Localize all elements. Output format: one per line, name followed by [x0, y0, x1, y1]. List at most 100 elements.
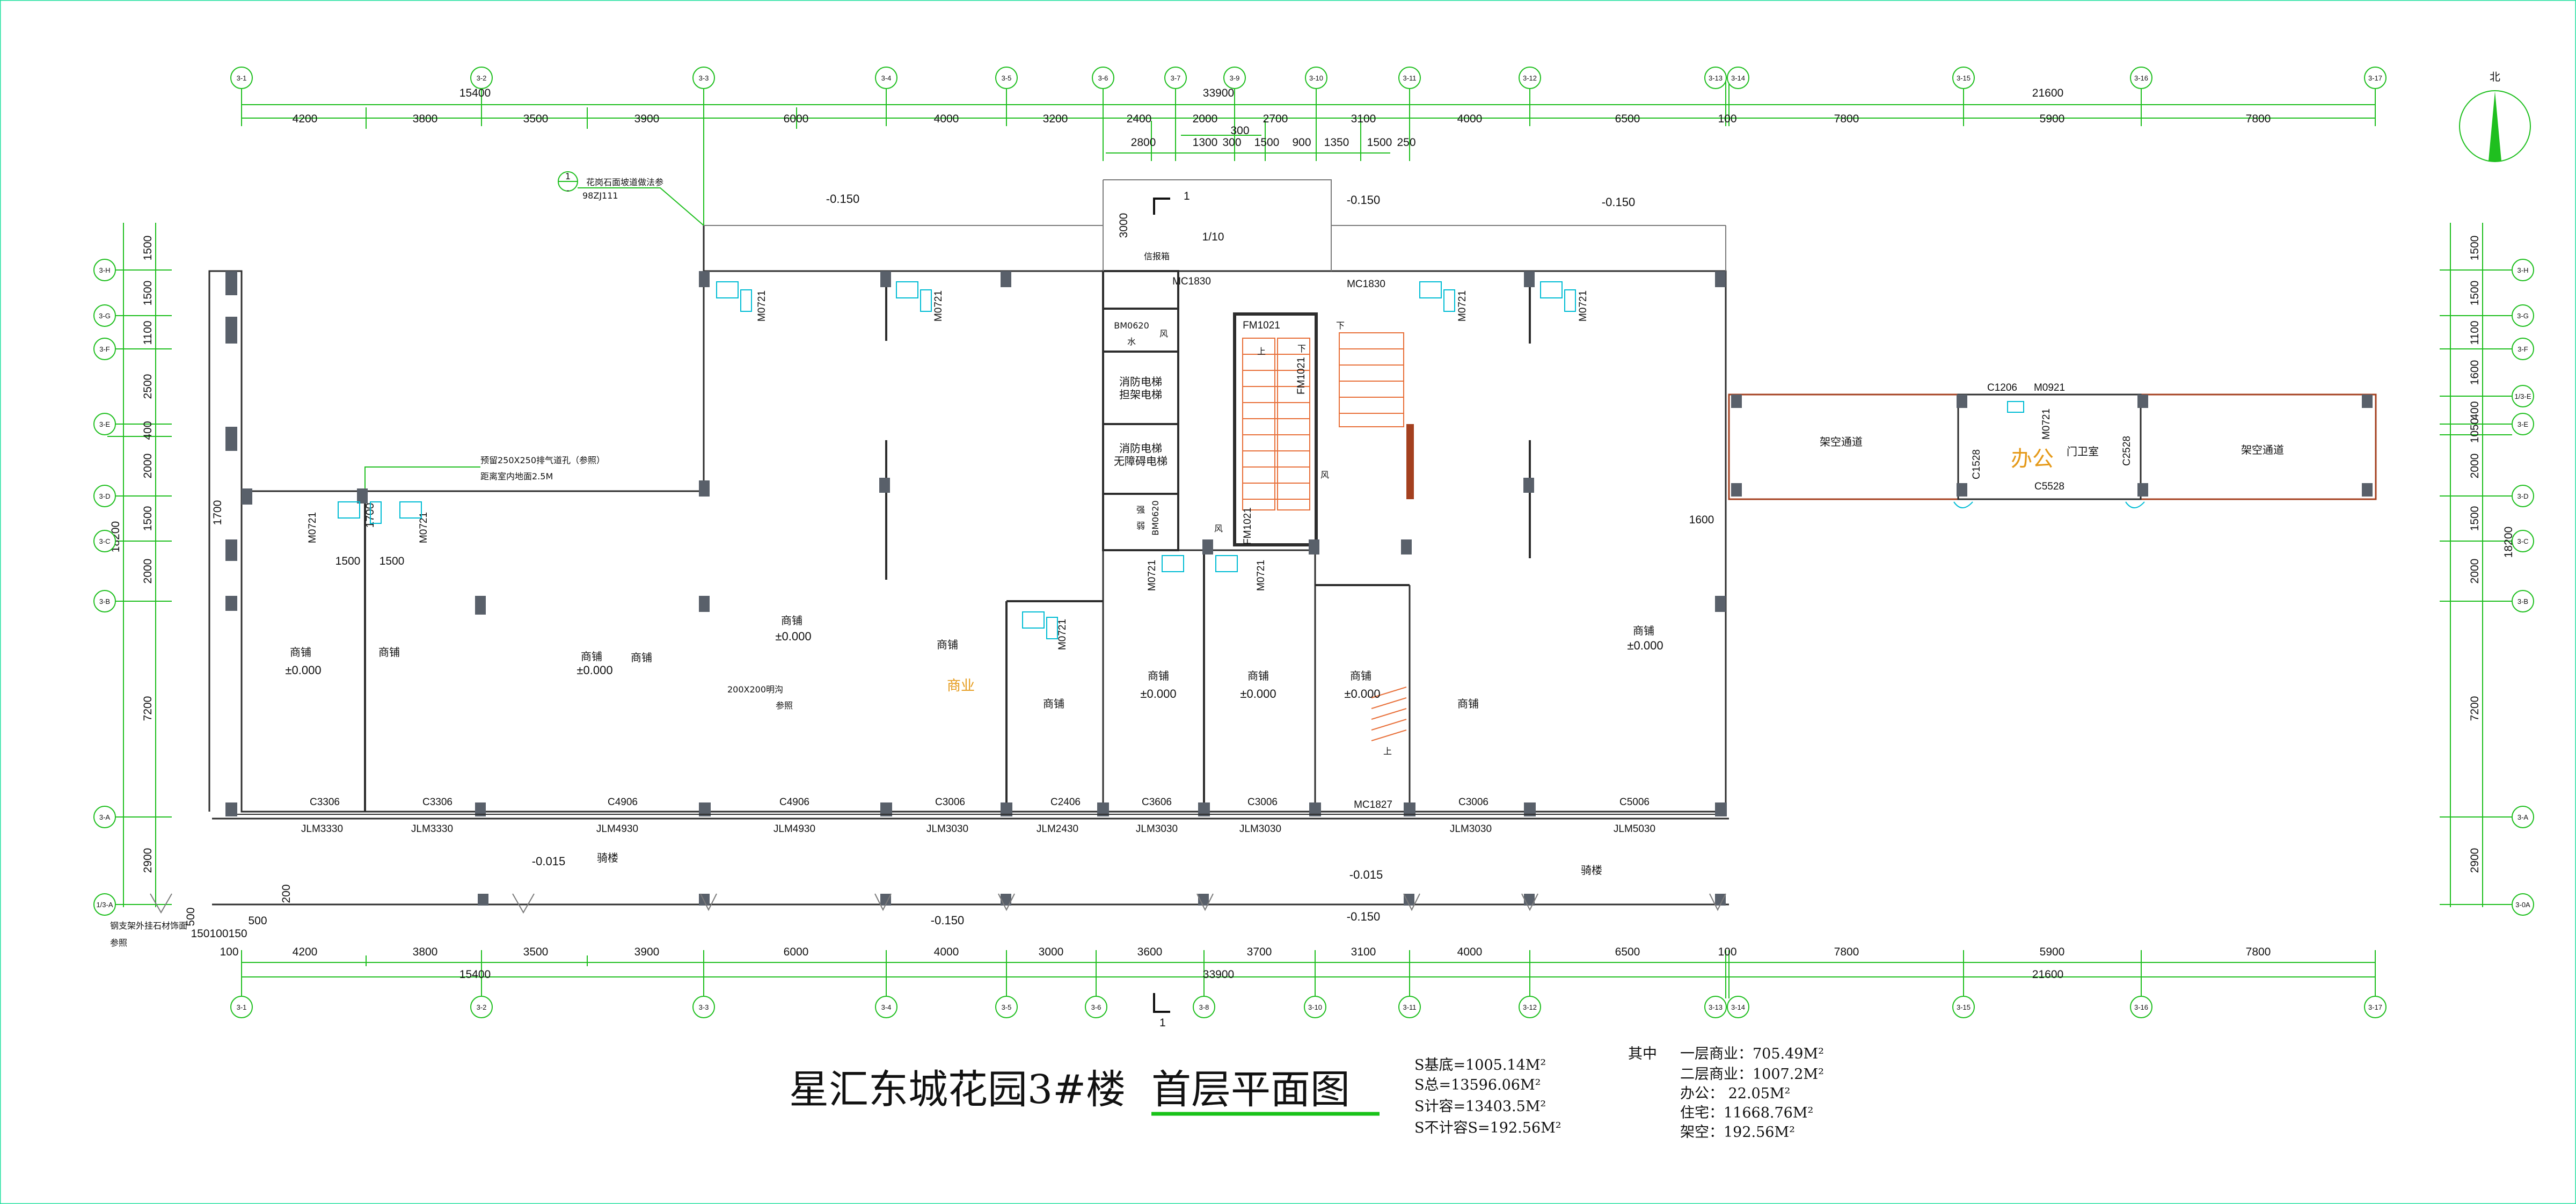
label-arcade-right: 骑楼 — [1581, 864, 1602, 877]
stat-residential: 住宅：11668.76M² — [1680, 1105, 1813, 1121]
svg-text:3-14: 3-14 — [1731, 1003, 1745, 1011]
axis-bubble: 1/3-A — [93, 893, 116, 916]
rolling-door-label: JLM3330 — [301, 823, 343, 835]
elev-arcade-1: -0.015 — [532, 855, 565, 868]
label-shop: 商铺 — [581, 650, 602, 663]
stat-office: 办公： 22.05M² — [1680, 1085, 1790, 1102]
bottom-dim: 6500 — [1615, 946, 1640, 958]
svg-text:3-H: 3-H — [99, 266, 111, 274]
label-shop: 商铺 — [631, 651, 652, 664]
rolling-door-label: JLM2430 — [1037, 823, 1078, 835]
elev-top-2: -0.150 — [1347, 193, 1380, 207]
svg-text:400: 400 — [142, 421, 154, 440]
axis-bubble: 3-13 — [1704, 996, 1727, 1018]
svg-text:1500: 1500 — [142, 236, 154, 261]
top-dim: 6000 — [784, 113, 809, 125]
axis-bubble: 3-17 — [2364, 67, 2387, 89]
elevation-markers: -0.150 -0.150 -0.150 -0.015 -0.015 -0.15… — [532, 192, 1635, 927]
dim-1500a: 1500 — [335, 555, 361, 567]
window-c2528: C2528 — [2121, 436, 2133, 466]
svg-text:3-5: 3-5 — [1002, 74, 1012, 82]
label-shop: 商铺 — [1350, 669, 1371, 682]
svg-text:7200: 7200 — [2469, 696, 2481, 721]
window-label: C3006 — [1458, 797, 1488, 808]
svg-text:1500: 1500 — [2469, 236, 2481, 261]
svg-text:2000: 2000 — [142, 454, 154, 479]
label-wind-right: 风 — [1320, 470, 1329, 480]
svg-text:3-17: 3-17 — [2368, 1003, 2382, 1011]
axis-bubble: 3-11 — [1398, 67, 1421, 89]
bottom-dim: 7800 — [2246, 946, 2271, 958]
bottom-dim: 4000 — [934, 946, 959, 958]
axis-bubble: 3-16 — [2130, 996, 2152, 1018]
right-dimension-labels: 1500 1500 1100 1600 400 1050 2000 1500 2… — [2469, 236, 2515, 873]
window-label: C3306 — [310, 797, 340, 808]
drawing-title: 星汇东城花园3#楼 — [789, 1067, 1126, 1113]
stat-commerce-2: 二层商业：1007.2M² — [1680, 1066, 1824, 1083]
elev-shop: ±0.000 — [1240, 687, 1276, 700]
overall-dim-right-bottom: 21600 — [2032, 968, 2063, 981]
window-label: C5006 — [1619, 797, 1650, 808]
dim-1500b: 1500 — [380, 555, 405, 567]
svg-text:3-12: 3-12 — [1523, 74, 1537, 82]
svg-text:3-E: 3-E — [99, 420, 111, 428]
bottom-dim: 3000 — [1039, 946, 1064, 958]
window-label: C2406 — [1050, 797, 1081, 808]
core-stair — [1242, 332, 1407, 741]
rolling-door-label: JLM3030 — [1450, 823, 1492, 835]
overall-dim-right: 21600 — [2032, 87, 2063, 99]
label-overhead-passage-right: 架空通道 — [2241, 443, 2284, 456]
top-dimension-labels: 15400 33900 21600 4200 3800 3500 3900 60… — [293, 87, 2271, 149]
front-openings: C3306 C3306 C4906 C4906 C3006 C2406 C360… — [237, 797, 1715, 835]
svg-text:2000: 2000 — [2469, 454, 2481, 479]
drain-note-2: 参照 — [776, 700, 793, 711]
vent-note: 预留250X250排气道孔（参照） — [480, 455, 605, 465]
svg-text:3-1: 3-1 — [237, 1003, 247, 1011]
elev-shop: ±0.000 — [1627, 639, 1663, 652]
label-bm0620-bottom: BM0620 — [1150, 500, 1161, 536]
drawing-title-suffix: 首层平面图 — [1151, 1067, 1350, 1113]
svg-text:3-G: 3-G — [2517, 312, 2529, 320]
svg-text:1500: 1500 — [2469, 281, 2481, 306]
stat-not-counted: S不计容S=192.56M² — [1414, 1120, 1561, 1136]
door-mc1827: MC1827 — [1354, 799, 1392, 811]
svg-text:18200: 18200 — [2502, 527, 2515, 558]
svg-text:1600: 1600 — [2469, 360, 2481, 385]
rolling-door-label: JLM3330 — [411, 823, 453, 835]
axis-bubble: 3-5 — [995, 996, 1018, 1018]
top-subdim: 1300 — [1193, 136, 1218, 149]
axis-bubble: 3-3 — [692, 996, 715, 1018]
svg-text:1500: 1500 — [142, 281, 154, 306]
red-wall-segment — [1406, 424, 1414, 499]
svg-text:2900: 2900 — [142, 848, 154, 873]
overall-dim-left-bottom: 15400 — [459, 968, 491, 981]
svg-text:200: 200 — [280, 884, 293, 903]
dim-3000: 3000 — [1118, 213, 1130, 238]
axis-bubble: 3-2 — [470, 67, 493, 89]
bottom-dim: 4000 — [1457, 946, 1483, 958]
top-dim: 4000 — [1457, 113, 1483, 125]
section-markers: 1 1 — [1153, 190, 1190, 1029]
svg-text:3-10: 3-10 — [1308, 1003, 1322, 1011]
elev-bottom-2: -0.150 — [1347, 910, 1380, 923]
svg-text:M0721: M0721 — [933, 290, 944, 322]
top-dim: 3100 — [1351, 113, 1376, 125]
top-subdim: 2800 — [1131, 136, 1156, 149]
door-mc1830-right: MC1830 — [1347, 279, 1385, 290]
label-shop: 商铺 — [1148, 669, 1169, 682]
left-dimension-chain — [107, 223, 172, 907]
svg-text:3-3: 3-3 — [699, 1003, 709, 1011]
rolling-door-label: JLM3030 — [926, 823, 968, 835]
axis-bubble: 3-B — [2512, 590, 2534, 612]
elev-shop: ±0.000 — [1140, 687, 1176, 700]
top-dim: 5900 — [2040, 113, 2065, 125]
overall-dim-left: 15400 — [459, 87, 491, 99]
window-label: C4906 — [608, 797, 638, 808]
label-shop: 商铺 — [1043, 697, 1064, 710]
axis-bubble: 3-1 — [230, 996, 253, 1018]
ref-number: 1 — [565, 171, 571, 181]
svg-text:3-17: 3-17 — [2368, 74, 2382, 82]
svg-text:3-6: 3-6 — [1098, 74, 1108, 82]
door-mc1830-left: MC1830 — [1172, 276, 1211, 287]
label-up-stair: 上 — [1383, 746, 1392, 756]
